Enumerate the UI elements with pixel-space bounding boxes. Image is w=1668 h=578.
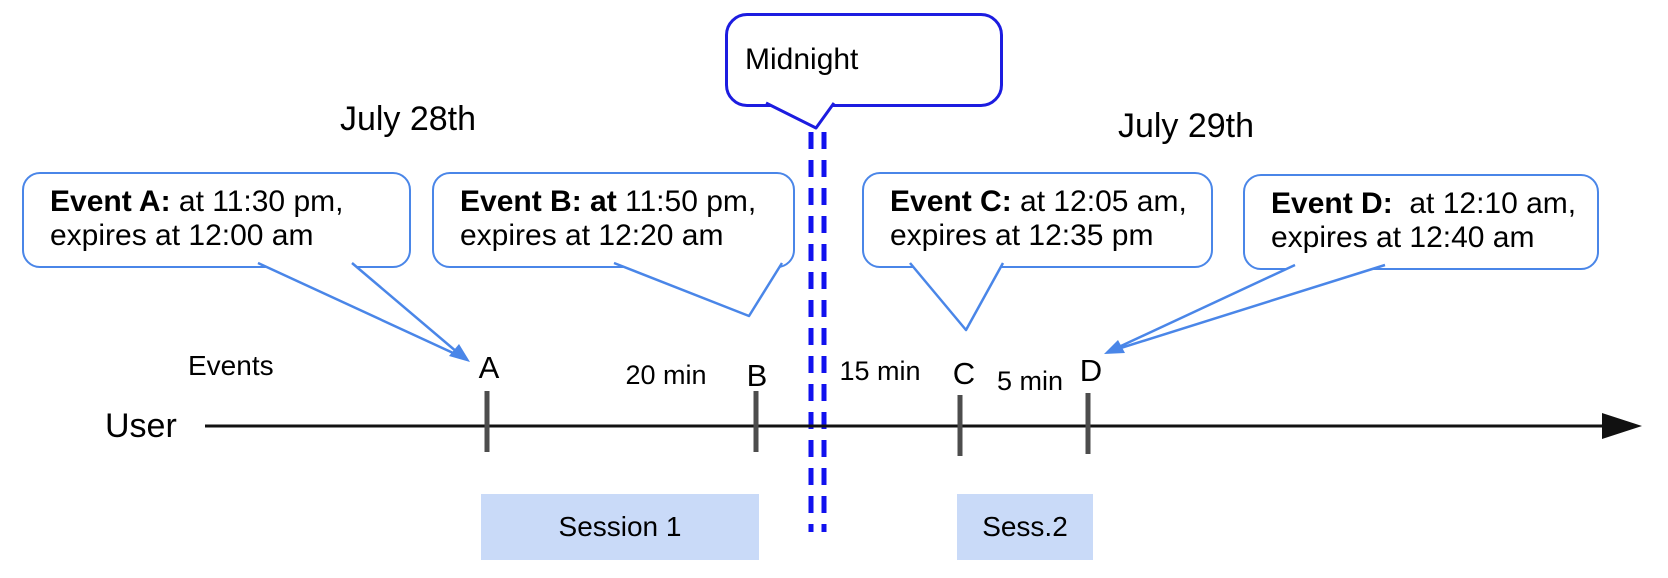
- event-d-expiry: expires at 12:40 am: [1271, 221, 1535, 254]
- session-1-box: Session 1: [481, 494, 759, 560]
- events-axis-label: Events: [188, 350, 274, 381]
- session-1-label: Session 1: [558, 511, 682, 542]
- interval-c-d-label: 5 min: [996, 366, 1064, 396]
- event-c-expiry: expires at 12:35 pm: [890, 219, 1154, 252]
- user-axis-label: User: [105, 407, 177, 445]
- event-b-time: 11:50 pm,: [616, 185, 757, 218]
- event-b-callout-tail: [613, 261, 784, 318]
- interval-b-c-label: 15 min: [839, 356, 921, 386]
- event-a-callout: Event A: at 11:30 pm, expires at 12:00 a…: [22, 172, 411, 268]
- event-c-callout: Event C: at 12:05 am, expires at 12:35 p…: [862, 172, 1213, 268]
- date-heading-july-29: July 29th: [1117, 107, 1255, 145]
- event-d-title: Event D:: [1271, 187, 1393, 220]
- timeline-arrowhead-icon: [1602, 413, 1642, 439]
- event-c-title: Event C:: [890, 185, 1012, 218]
- session-2-label: Sess.2: [982, 511, 1068, 542]
- session-2-box: Sess.2: [957, 494, 1093, 560]
- tick-label-b: B: [746, 358, 768, 393]
- event-d-callout: Event D: at 12:10 am, expires at 12:40 a…: [1243, 174, 1599, 270]
- event-b-callout: Event B: at 11:50 pm, expires at 12:20 a…: [432, 172, 795, 268]
- event-c-callout-tail: [909, 262, 1005, 332]
- event-b-expiry: expires at 12:20 am: [460, 219, 724, 252]
- tick-label-c: C: [952, 356, 976, 391]
- date-heading-july-28: July 28th: [339, 100, 477, 138]
- tick-label-a: A: [478, 350, 500, 385]
- event-d-callout-tail: [1106, 263, 1386, 354]
- tick-label-d: D: [1079, 353, 1103, 388]
- event-d-tail-arrowhead: [1104, 340, 1125, 354]
- midnight-label: Midnight: [745, 43, 859, 76]
- event-a-callout-tail: [257, 261, 466, 360]
- event-a-time: at 11:30 pm,: [170, 185, 344, 218]
- event-b-title: Event B: at: [460, 185, 617, 218]
- event-a-title: Event A:: [50, 185, 171, 218]
- midnight-callout: Midnight: [725, 13, 1003, 107]
- event-d-time: at 12:10 am,: [1392, 187, 1577, 220]
- event-c-time: at 12:05 am,: [1011, 185, 1187, 218]
- interval-a-b-label: 20 min: [625, 360, 707, 390]
- event-a-expiry: expires at 12:00 am: [50, 219, 314, 252]
